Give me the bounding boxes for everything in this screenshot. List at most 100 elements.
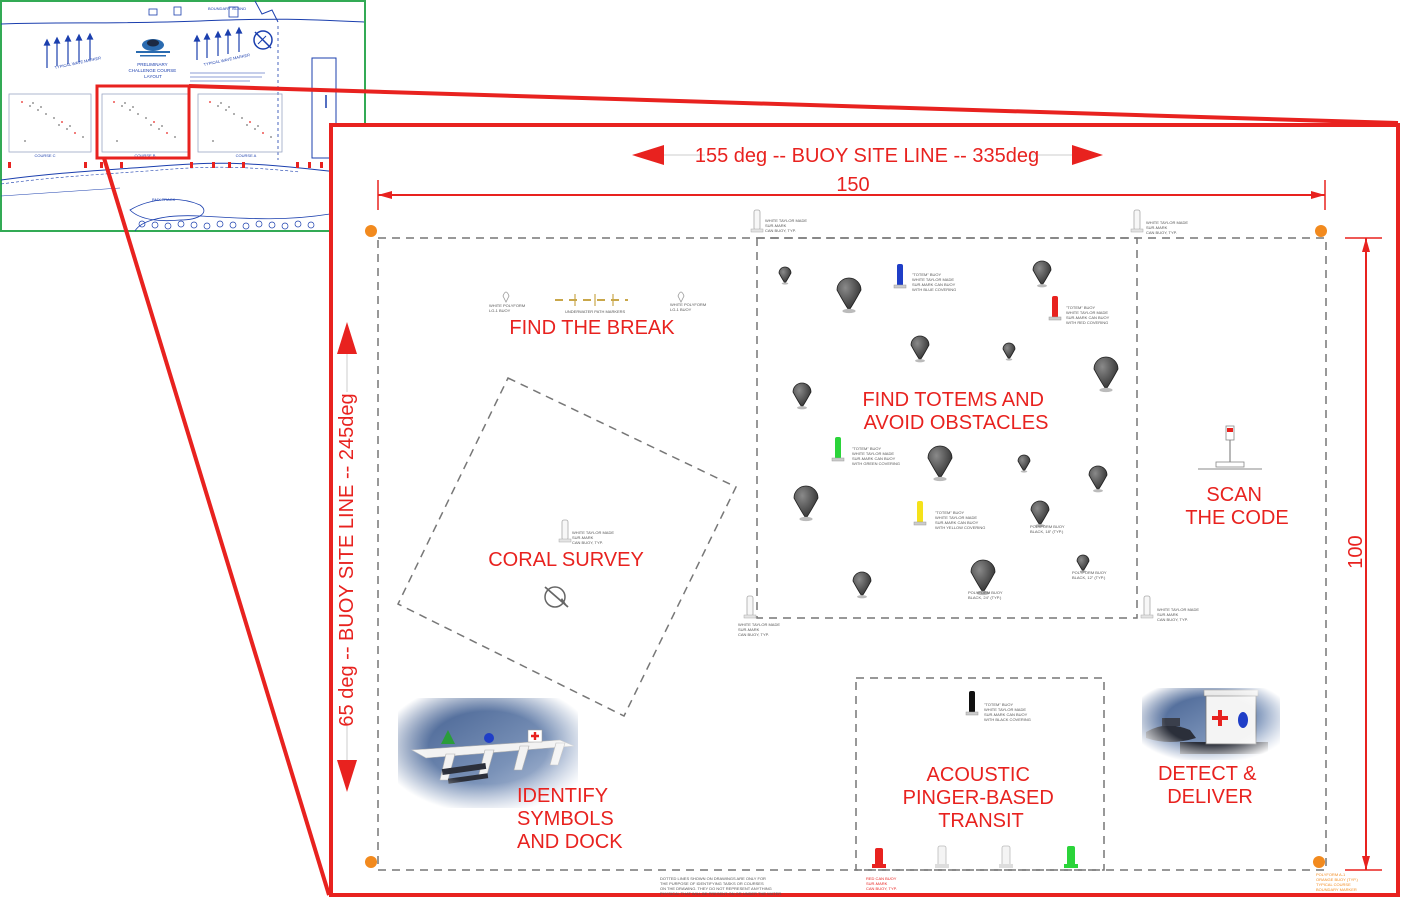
overview-buoy-dot <box>150 124 152 126</box>
task-coral-survey: CORAL SURVEY <box>488 549 644 571</box>
obstacle-buoy-icon <box>1030 500 1050 528</box>
overview-track-label: BMX TRACK <box>152 197 176 202</box>
obstacle-buoy-icon <box>1076 554 1090 573</box>
obstacle-buoy-icon <box>793 485 819 522</box>
overview-dock-mark <box>190 162 193 168</box>
overview-courses: COURSE C COURSE B COURSE A <box>8 93 283 158</box>
task-detect-deliver: DETECT & DELIVER <box>1158 763 1262 808</box>
overview-tree-mark <box>307 221 315 229</box>
height-dimension: 100 <box>1345 237 1382 871</box>
overview-title: PRELIMINARY CHALLENGE COURSE LAYOUT <box>129 62 178 79</box>
wave-marker-arrow-icon <box>193 34 201 60</box>
white-can-buoy-icon <box>1140 595 1154 619</box>
acoustic-transit-area <box>855 677 1105 871</box>
wave-marker-arrow-icon <box>43 38 51 68</box>
obstacle-buoy-icon <box>852 571 872 599</box>
task-find-the-break: FIND THE BREAK <box>509 317 675 339</box>
overview-buoy-dot <box>209 101 211 103</box>
overview-tree-mark <box>203 222 211 230</box>
overview-dock-mark <box>100 162 103 168</box>
obstacle-buoy-icon <box>1088 465 1108 493</box>
overview-buoy-dot <box>24 140 26 142</box>
buoy-line-side-label: 65 deg -- BUOY SITE LINE -- 245deg <box>336 393 358 726</box>
overview-buoy-dot <box>241 117 243 119</box>
white-can-buoy-icon <box>1130 209 1144 233</box>
note-polyform-12: POLYFORM BUOY BLACK, 12" (TYP.) <box>1072 570 1108 580</box>
overview-buoy-dot <box>270 136 272 138</box>
overview-buoy-dot <box>40 106 42 108</box>
white-can-buoys <box>558 209 1154 619</box>
note-dotted-lines: DOTTED LINES SHOWN ON DRAWINGS ARE ONLY … <box>660 876 782 896</box>
buoy-line-top-label: 155 deg -- BUOY SITE LINE -- 335deg <box>695 145 1039 167</box>
dock-rendering <box>398 698 578 808</box>
overview-dock-mark <box>84 162 87 168</box>
overview-buoy-dot <box>53 117 55 119</box>
height-label: 100 <box>1345 535 1367 568</box>
totem-field-boundary <box>756 237 1138 619</box>
overview-buoy-dot <box>225 109 227 111</box>
overview-buoy-dot <box>233 113 235 115</box>
overview-tree-mark <box>177 220 185 228</box>
overview-dock-mark <box>242 162 245 168</box>
note-polyform-18: POLYFORM BUOY BLACK, 18" (TYP.) <box>1030 524 1066 534</box>
obstacle-buoy-icon <box>970 559 996 596</box>
note-orange-buoy: POLYFORM A-1 ORANGE BUOY (TYP.) TYPICAL … <box>1316 872 1359 892</box>
overview-dock-mark <box>212 162 215 168</box>
scan-the-code-tower <box>1198 425 1262 470</box>
overview-buoy-dot <box>137 113 139 115</box>
overview-buoy-dot <box>174 136 176 138</box>
overview-buoy-dot <box>37 109 39 111</box>
overview-compass-icon <box>253 30 273 50</box>
note-red-can-buoy: RED CAN BUOY SUR-MARK CAN BUOY, TYP. <box>866 876 898 891</box>
wave-marker-arrow-icon <box>224 28 232 54</box>
overview-buoy-dot <box>113 101 115 103</box>
overview-course-c-label: COURSE C <box>34 153 55 158</box>
white-can-buoy-icon <box>750 209 764 233</box>
overview-buoy-dot <box>21 101 23 103</box>
width-dimension: 150 <box>377 174 1326 210</box>
note-totem-yellow: "TOTEM" BUOY WHITE TAYLOR MADE SUR-MARK … <box>935 510 985 530</box>
overview-buoy-dot <box>158 128 160 130</box>
overview-buoy-dot <box>145 117 147 119</box>
wave-marker-arrow-icon <box>203 32 211 58</box>
white-can-buoy-icon <box>558 519 572 543</box>
totem-buoy-icon <box>1048 296 1062 321</box>
overview-buoy-dot <box>262 132 264 134</box>
buoy-line-arrow-right-icon <box>1072 145 1103 165</box>
task-find-totems: FIND TOTEMS AND AVOID OBSTACLES <box>862 389 1049 434</box>
polyform-note-left: WHITE POLYFORM LG-1 BUOY <box>489 303 526 313</box>
overview-buoy-dot <box>257 125 259 127</box>
note-can-buoy-bottom-left: WHITE TAYLOR MADE SUR-MARK CAN BUOY, TYP… <box>738 622 781 637</box>
width-label: 150 <box>836 174 869 196</box>
underwater-markers-note: UNDERWATER PATH MARKERS <box>565 309 626 314</box>
overview-buoy-dot <box>74 132 76 134</box>
wave-marker-arrow-icon <box>214 30 222 56</box>
buoy-line-arrow-left-icon <box>632 145 664 165</box>
overview-buoy-dot <box>217 105 219 107</box>
zoom-connector-lines <box>102 84 1399 896</box>
note-polyform-24: POLYFORM BUOY BLACK, 24" (TYP.) <box>968 590 1004 600</box>
note-totem-red: "TOTEM" BUOY WHITE TAYLOR MADE SUR-MARK … <box>1066 305 1110 325</box>
task-scan-the-code: SCAN THE CODE <box>1185 484 1288 529</box>
overview-tree-mark <box>255 220 263 228</box>
overview-buoy-dot <box>82 136 84 138</box>
overview-tree-mark <box>229 221 237 229</box>
overview-tree-mark <box>164 222 172 230</box>
course-boundary <box>377 237 1327 871</box>
obstacle-buoy-icon <box>1093 356 1119 393</box>
top-buoy-site-line: 155 deg -- BUOY SITE LINE -- 335deg <box>632 145 1103 167</box>
side-buoy-site-line: 65 deg -- BUOY SITE LINE -- 245deg <box>336 322 358 792</box>
overview-tree-mark <box>268 221 276 229</box>
overview-dock-mark <box>120 162 123 168</box>
find-the-break-markers: WHITE POLYFORM LG-1 BUOY WHITE POLYFORM … <box>489 291 706 314</box>
overview-buoy-dot <box>249 121 251 123</box>
overview-buoy-dot <box>66 128 68 130</box>
delivery-platform-rendering <box>1142 688 1280 760</box>
polyform-obstacles <box>778 260 1119 599</box>
overview-buoy-dot <box>45 113 47 115</box>
overview-buoy-dot <box>220 102 222 104</box>
note-totem-blue: "TOTEM" BUOY WHITE TAYLOR MADE SUR-MARK … <box>912 272 956 292</box>
overview-wave-markers <box>43 26 243 68</box>
wave-marker-arrow-icon <box>235 26 243 52</box>
